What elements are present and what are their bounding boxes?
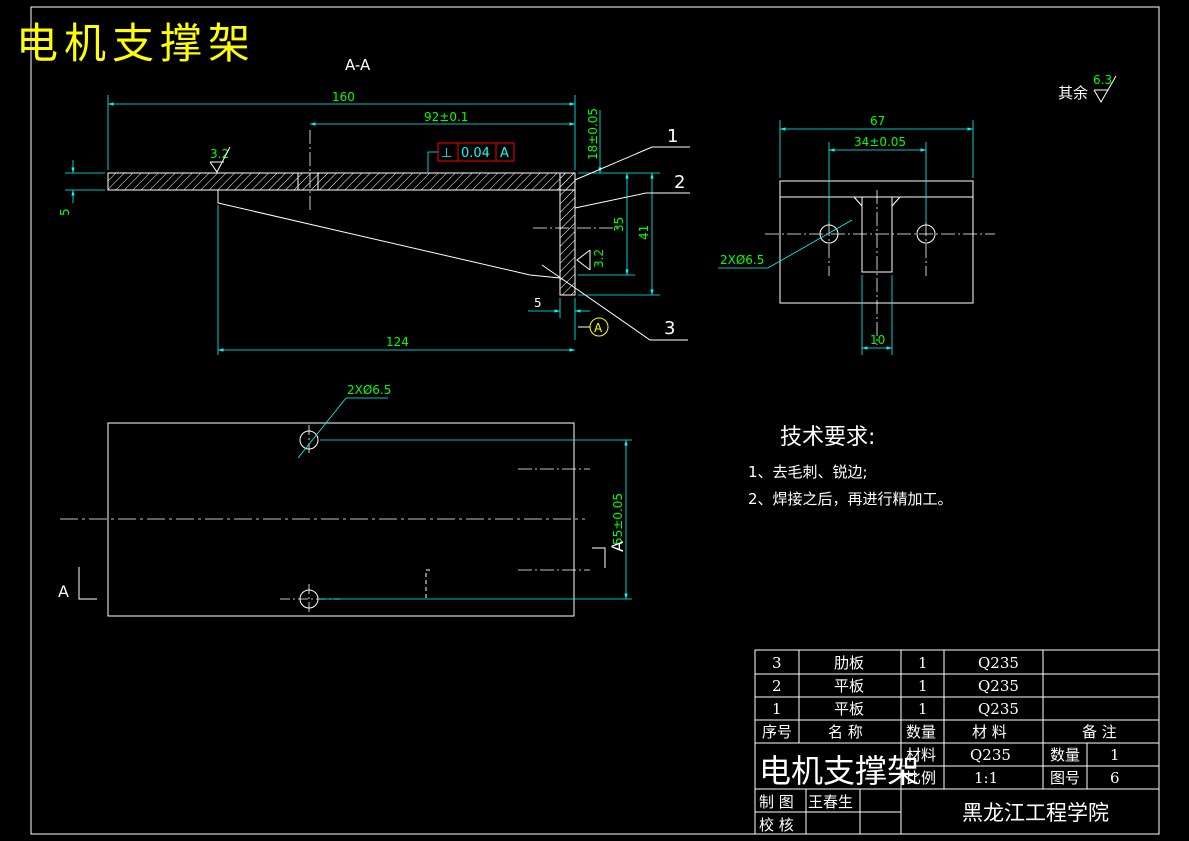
part-row-2-material: Q235 (978, 677, 1019, 695)
title-block (754, 649, 1160, 835)
dim-top-tolerance: 18±0.05 (586, 108, 600, 160)
section-marker-left: A (58, 582, 69, 601)
drawing-title: 电机支撑架 (16, 19, 256, 68)
header-name: 名 称 (828, 723, 863, 741)
quantity-label: 数量 (1050, 746, 1080, 764)
balloon-2: 2 (674, 172, 685, 193)
roughness-default: 其余 6.3 (1058, 73, 1117, 103)
side-outline (779, 180, 974, 304)
header-material: 材 料 (972, 723, 1007, 741)
part-row-1-name: 肋板 (834, 654, 864, 672)
scale-value: 1:1 (974, 769, 998, 787)
quantity-value: 1 (1110, 746, 1120, 764)
tolerance-symbol: ⊥ (441, 146, 452, 161)
top-plate (107, 172, 576, 191)
tech-heading: 技术要求: (780, 425, 875, 450)
section-marker-right: A (608, 541, 627, 552)
roughness-side: 3.2 (592, 249, 606, 268)
dim-plate-thickness: 5 (58, 208, 72, 216)
dim-side-rib-width: 10 (870, 333, 885, 347)
part-row-1-material: Q235 (978, 654, 1019, 672)
header-no: 序号 (762, 723, 792, 741)
header-qty: 数量 (906, 723, 936, 741)
section-marker-left-icon (78, 567, 97, 600)
drawing-no-value: 6 (1110, 769, 1120, 787)
tech-item-1: 1、去毛刺、锐边; (748, 463, 868, 481)
scale-label: 比例 (906, 769, 936, 787)
roughness-top-icon (209, 146, 231, 173)
part-row-3-qty: 1 (918, 700, 928, 718)
dim-wall-thickness: 5 (534, 296, 542, 310)
part-row-1-no: 3 (772, 654, 782, 672)
leader-2 (574, 192, 690, 209)
dim-rib-length: 124 (386, 335, 409, 349)
drawing-border (30, 6, 1160, 835)
top-view: 55±0.05 2XØ6.5 A A (58, 383, 632, 617)
balloon-3: 3 (664, 318, 675, 339)
part-title: 电机支撑架 (759, 752, 919, 790)
section-marker-right-icon (592, 547, 606, 568)
tech-item-2: 2、焊接之后，再进行精加工。 (748, 490, 953, 508)
vertical-plate (559, 172, 576, 296)
dim-inner-height: 35 (612, 217, 626, 232)
part-row-3-name: 平板 (834, 700, 864, 718)
part-row-3-no: 1 (772, 700, 782, 718)
header-note: 备 注 (1082, 723, 1117, 741)
balloon-1: 1 (667, 126, 678, 147)
drawn-by-label: 制 图 (759, 793, 794, 811)
top-outline (107, 422, 575, 617)
tech-requirements: 技术要求: 1、去毛刺、锐边; 2、焊接之后，再进行精加工。 (748, 425, 953, 508)
dim-hole-position: 92±0.1 (424, 110, 468, 124)
part-row-2-no: 2 (772, 677, 782, 695)
roughness-default-icon (1093, 75, 1117, 103)
datum-label: A (594, 321, 603, 335)
side-view: 67 34±0.05 2XØ6.5 10 (718, 114, 995, 355)
part-row-3-material: Q235 (978, 700, 1019, 718)
tolerance-value: 0.04 (461, 146, 490, 161)
institution: 黑龙江工程学院 (962, 801, 1109, 825)
section-label: A-A (345, 56, 371, 74)
dim-total-length: 160 (332, 90, 355, 104)
material-label: 材料 (906, 746, 936, 764)
roughness-side-icon (576, 249, 591, 271)
material-value: Q235 (970, 746, 1011, 764)
part-row-2-qty: 1 (918, 677, 928, 695)
leader-1 (574, 146, 690, 181)
checked-by-label: 校 核 (759, 816, 794, 834)
dim-side-hole-label: 2XØ6.5 (720, 253, 764, 267)
datum-circle (589, 317, 609, 337)
drawing-no-label: 图号 (1050, 769, 1080, 787)
dim-side-hole-spacing: 34±0.05 (854, 135, 906, 149)
dim-top-hole-spacing: 55±0.05 (611, 493, 625, 545)
dim-side-width: 67 (870, 114, 885, 128)
title-block-text: 3 肋板 1 Q235 2 平板 1 Q235 1 平板 1 Q235 序号 名… (759, 654, 1120, 834)
roughness-default-value: 6.3 (1093, 73, 1112, 87)
part-row-1-qty: 1 (918, 654, 928, 672)
tolerance-datum: A (500, 146, 509, 161)
rib (217, 190, 561, 279)
tolerance-frame: ⊥ 0.04 A (427, 142, 515, 172)
dim-outer-height: 41 (637, 225, 651, 240)
leader-3 (541, 264, 688, 341)
dim-top-hole-label: 2XØ6.5 (347, 383, 391, 397)
roughness-default-prefix: 其余 (1058, 84, 1088, 102)
part-row-2-name: 平板 (834, 677, 864, 695)
front-view: 160 92±0.1 ⊥ 0.04 A 5 3.2 18±0.05 (58, 90, 690, 355)
drawn-by-value: 王春生 (808, 793, 853, 811)
